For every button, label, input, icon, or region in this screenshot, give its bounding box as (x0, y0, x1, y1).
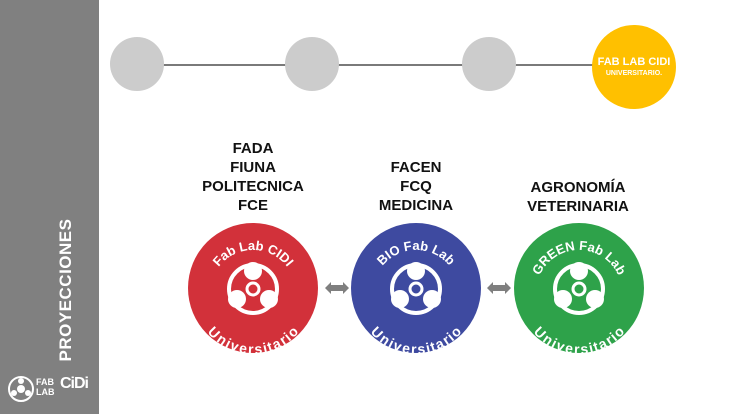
fablab-mark-icon (553, 262, 605, 315)
brand-fab-text: FAB LAB (36, 377, 55, 397)
group-labels-fada: FADA FIUNA POLITECNICA FCE (193, 139, 313, 215)
fablab-mark-icon (390, 262, 442, 315)
group-label-line: FCE (238, 197, 268, 214)
group-label-line: MEDICINA (378, 197, 454, 214)
double-arrow-icon (325, 282, 349, 294)
timeline-step-2 (285, 37, 339, 91)
fablab-cidi-logo: FAB LAB CiDi (8, 374, 94, 404)
group-labels-facen: FACEN FCQ MEDICINA (356, 158, 476, 215)
group-label-line: FCQ (400, 178, 432, 195)
sidebar-title: PROYECCIONES (56, 218, 75, 362)
brand-cidi-text: CiDi (60, 375, 89, 392)
group-label-line: AGRONOMÍA (530, 179, 626, 196)
group-label-line: FIUNA (230, 159, 276, 176)
group-label-line: FACEN (390, 159, 442, 176)
fablab-mark-icon (227, 262, 279, 315)
double-arrow-icon (487, 282, 511, 294)
timeline-line (137, 64, 617, 66)
active-step-line2: UNIVERSITARIO. (605, 69, 663, 77)
timeline-step-active: FAB LAB CIDI UNIVERSITARIO. (592, 25, 676, 109)
group-labels-agronomia: AGRONOMÍA VETERINARIA (513, 178, 643, 216)
timeline-step-1 (110, 37, 164, 91)
group-label-line: POLITECNICA (202, 178, 304, 195)
sidebar: PROYECCIONES FAB LAB CiDi (0, 0, 99, 414)
group-label-line: VETERINARIA (527, 198, 629, 215)
group-label-line: FADA (232, 140, 274, 157)
active-step-line1: FAB LAB CIDI (597, 55, 671, 68)
timeline-step-3 (462, 37, 516, 91)
fablab-logo-icon (8, 376, 34, 402)
